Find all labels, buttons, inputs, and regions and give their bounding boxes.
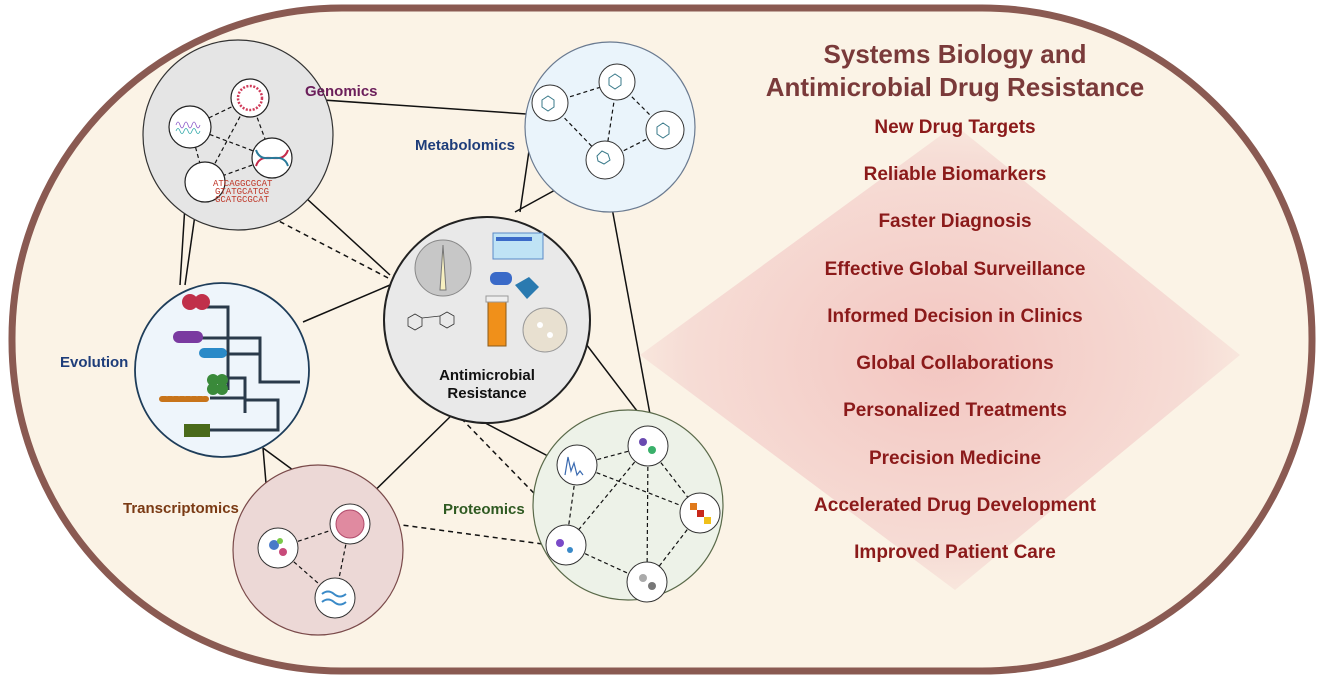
- evolution-label: Evolution: [60, 354, 128, 371]
- benefit-item: Reliable Biomarkers: [863, 164, 1047, 185]
- transcriptomics-label: Transcriptomics: [123, 500, 239, 517]
- benefit-item: Global Collaborations: [856, 353, 1054, 374]
- metabolomics-label: Metabolomics: [415, 137, 515, 154]
- transcriptomics-node: [232, 464, 404, 636]
- benefit-item: Improved Patient Care: [854, 542, 1056, 563]
- evolution-node: [134, 282, 310, 458]
- title-line-1: Systems Biology and: [823, 39, 1087, 69]
- benefit-item: New Drug Targets: [874, 117, 1036, 138]
- center-label-line2: Resistance: [447, 385, 526, 402]
- genome-seq-3: GCATGCGCAT: [215, 195, 270, 205]
- benefit-item: Effective Global Surveillance: [824, 259, 1086, 280]
- title-line-2: Antimicrobial Drug Resistance: [765, 72, 1145, 102]
- genome-seq-1: ATCAGGCGCAT: [213, 179, 273, 189]
- benefit-item: Informed Decision in Clinics: [827, 306, 1083, 327]
- proteomics-label: Proteomics: [443, 501, 525, 518]
- center-label-line1: Antimicrobial: [439, 367, 535, 384]
- genomics-label: Genomics: [305, 83, 378, 100]
- benefit-item: Accelerated Drug Development: [814, 495, 1096, 516]
- genome-seq-2: GTATGCATCG: [215, 187, 269, 197]
- benefit-item: Precision Medicine: [868, 448, 1042, 469]
- antimicrobial-resistance-node: [383, 216, 591, 424]
- proteomics-node: [532, 409, 724, 603]
- metabolomics-node: [524, 41, 696, 213]
- genomics-node: ATCAGGCGCAT GTATGCATCG GCATGCGCAT: [142, 39, 334, 231]
- benefit-item: Faster Diagnosis: [878, 211, 1032, 232]
- benefit-item: Personalized Treatments: [843, 400, 1067, 421]
- diagram-title: Systems Biology and Antimicrobial Drug R…: [700, 38, 1210, 104]
- benefits-diamond: [640, 125, 1240, 590]
